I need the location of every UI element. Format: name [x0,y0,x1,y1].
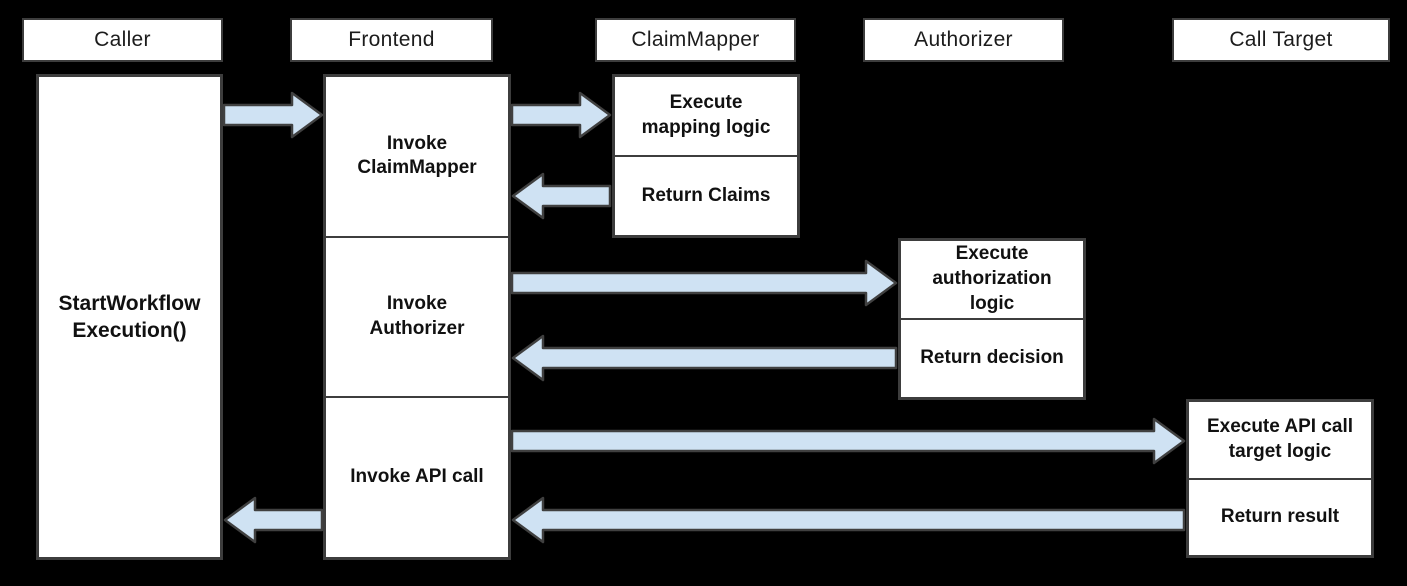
caller-activation-label: StartWorkflow Execution() [58,291,201,342]
claimmapper-step-return-claims: Return Claims [615,155,797,235]
arrow-calltarget-to-frontend [511,496,1186,544]
frontend-step-invoke-claimmapper: Invoke ClaimMapper [326,77,508,236]
lifeline-header-authorizer: Authorizer [863,18,1064,62]
frontend-activation-box: Invoke ClaimMapper Invoke Authorizer Inv… [323,74,511,560]
authorizer-step-return-decision: Return decision [901,318,1083,397]
arrow-frontend-to-authorizer [510,259,898,307]
calltarget-step-execute-api-call: Execute API call target logic [1189,402,1371,478]
arrow-frontend-to-claimmapper [510,91,612,139]
calltarget-step-return-result: Return result [1189,477,1371,556]
frontend-step-label: Invoke ClaimMapper [357,132,477,179]
calltarget-step-label: Return result [1220,505,1340,527]
frontend-step-invoke-authorizer: Invoke Authorizer [326,235,508,397]
frontend-step-label: Invoke Authorizer [369,293,465,339]
authorizer-step-label: Return decision [920,347,1064,369]
arrow-frontend-to-calltarget [510,417,1186,465]
authorizer-step-execute-authorization: Execute authorization logic [901,241,1083,318]
arrow-caller-to-frontend [222,91,324,139]
claimmapper-step-label: Execute mapping logic [641,92,771,138]
lifeline-header-frontend: Frontend [290,18,493,62]
calltarget-activation-box: Execute API call target logic Return res… [1186,399,1374,558]
claimmapper-step-execute-mapping: Execute mapping logic [615,77,797,155]
claimmapper-step-label: Return Claims [641,184,771,206]
arrow-frontend-to-caller [223,496,324,544]
claimmapper-activation-box: Execute mapping logic Return Claims [612,74,800,238]
arrow-claimmapper-to-frontend [511,172,612,220]
caller-activation-row: StartWorkflow Execution() [39,77,220,557]
frontend-step-label: Invoke API call [350,466,484,488]
authorizer-activation-box: Execute authorization logic Return decis… [898,238,1086,400]
calltarget-step-label: Execute API call target logic [1206,416,1354,462]
authorizer-step-label: Execute authorization logic [932,243,1052,314]
arrow-authorizer-to-frontend [511,334,898,382]
frontend-step-invoke-api-call: Invoke API call [326,396,508,557]
lifeline-header-caller: Caller [22,18,223,62]
caller-activation-box: StartWorkflow Execution() [36,74,223,560]
lifeline-header-calltarget: Call Target [1172,18,1390,62]
lifeline-header-claimmapper: ClaimMapper [595,18,796,62]
